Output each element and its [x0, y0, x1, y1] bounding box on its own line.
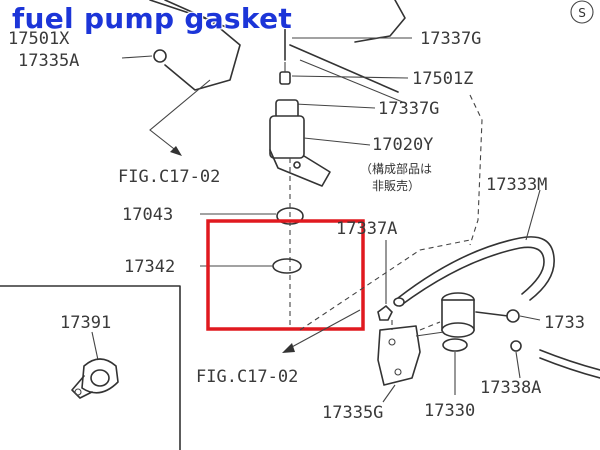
label-17501x: 17501X — [8, 29, 70, 49]
label-17043: 17043 — [122, 205, 173, 225]
bracket-pointer — [149, 79, 211, 156]
fig-ref-upper: FIG.C17-02 — [118, 167, 220, 187]
label-17330: 17330 — [424, 401, 475, 421]
label-17335a: 17335A — [18, 51, 79, 71]
label-17501z: 17501Z — [412, 69, 473, 89]
label-1733: 1733 — [544, 313, 585, 333]
top-left-bracket — [121, 0, 241, 91]
note-line-1: （構成部品は — [360, 161, 432, 176]
sub-panel-frame — [0, 285, 181, 450]
corner-mark-label: S — [578, 6, 586, 20]
lower-pointer — [282, 239, 471, 353]
label-17020y: 17020Y — [372, 135, 433, 155]
clamp-17391 — [71, 331, 119, 399]
label-17337g-top: 17337G — [420, 29, 481, 49]
gasket-17342 — [200, 258, 302, 274]
label-17333m: 17333M — [486, 175, 547, 195]
corner-mark: S — [570, 0, 594, 24]
highlight-box — [206, 219, 365, 331]
upper-frame — [289, 0, 483, 246]
label-17391: 17391 — [60, 313, 111, 333]
bracket-17335g — [377, 320, 445, 403]
label-17335g: 17335G — [322, 403, 383, 423]
hose-17333m — [393, 189, 555, 307]
label-17338a: 17338A — [480, 378, 541, 398]
label-17337a: 17337A — [336, 219, 397, 239]
headline-title: fuel pump gasket — [12, 2, 293, 35]
gasket-ring-17043 — [200, 158, 304, 330]
fig-ref-lower: FIG.C17-02 — [196, 367, 298, 387]
label-17337g-mid: 17337G — [378, 99, 439, 119]
label-17342: 17342 — [124, 257, 175, 277]
canister-17330 — [441, 292, 600, 395]
note-line-2: 非販売） — [372, 178, 420, 193]
bolt-17337a — [377, 240, 393, 321]
fuel-pump-assembly — [269, 11, 412, 187]
